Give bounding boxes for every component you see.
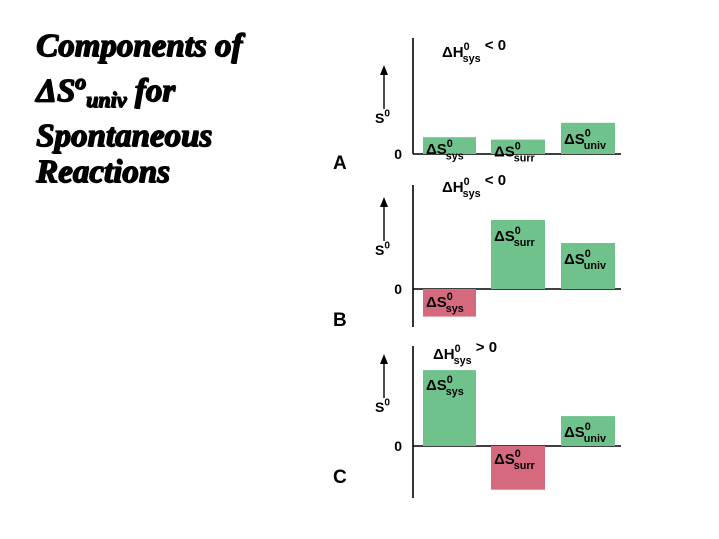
panel-c-arrow-head (380, 354, 388, 364)
panel-b-bar-label-surr-sup: 0 (515, 225, 521, 237)
panel-b-bar-label-surr-sub: surr (514, 237, 536, 249)
panel-c-bar-label-surr-sup: 0 (515, 448, 521, 460)
panel-a-bar-label-surr-sub: surr (514, 153, 536, 165)
panel-c-bar-univ (561, 416, 615, 446)
panel-b-condition-relation: < 0 (481, 172, 506, 189)
panel-a-condition-relation: < 0 (481, 37, 506, 54)
panel-b-zero-label: 0 (394, 281, 402, 297)
panel-a-y-label-base: S (375, 110, 384, 126)
panel-c-bar-label-sys-sup: 0 (447, 374, 453, 386)
panel-b-condition-sub: sys (463, 188, 481, 200)
panel-b-bar-label-univ-base: ΔS (564, 251, 585, 268)
panel-c-bar-label-univ-sub: univ (584, 433, 606, 445)
panel-a-arrow-head (380, 65, 388, 75)
panel-a-condition-sup: 0 (464, 41, 470, 53)
panel-a-bar-label-sys-base: ΔS (426, 141, 447, 158)
panel-a-bar-label-sys-sup: 0 (447, 138, 453, 150)
panel-a-zero-label: 0 (394, 146, 402, 162)
title-subscript: univ (86, 87, 127, 113)
title-line-1: Components of (36, 28, 243, 65)
panel-b-arrow-head (380, 197, 388, 207)
title-superscript: o (75, 69, 87, 95)
panel-b-bar-label-surr-base: ΔS (494, 228, 515, 245)
panel-a-bar-label-sys-sub: sys (446, 150, 464, 162)
panel-b-y-label-sup: 0 (384, 240, 390, 251)
panel-c-condition-relation: > 0 (472, 339, 497, 356)
panel-c-bar-surr (491, 446, 545, 490)
panel-c-bar-label-surr-base: ΔS (494, 451, 515, 468)
panel-b-bar-label-sys-sup: 0 (447, 291, 453, 303)
panel-a-bar-surr (491, 139, 545, 154)
panel-b-bar-label-sys-base: ΔS (426, 294, 447, 311)
panel-b-bar-surr (491, 220, 545, 289)
panel-c-bar-label-univ-base: ΔS (564, 424, 585, 441)
panel-b-bar-label-univ-sup: 0 (585, 248, 591, 260)
slide-title: Components of ΔSouniv for Spontaneous Re… (35, 28, 316, 191)
panel-b-bar-sys (423, 289, 476, 317)
panel-c-bar-sys (423, 370, 476, 446)
panel-a-bar-label-univ-sup: 0 (585, 128, 591, 140)
panel-b-bar-univ (561, 243, 615, 289)
panel-a-condition-sub: sys (463, 53, 481, 65)
panel-c-condition-base: ΔH (433, 346, 455, 363)
panel-b-condition-sup: 0 (464, 176, 470, 188)
panel-b-y-label: S0 (375, 240, 390, 258)
title-line-3: Spontaneous (36, 118, 213, 155)
panel-b-y-label-base: S (375, 242, 384, 258)
title-line-4: Reactions (36, 154, 171, 191)
panel-a-bar-label-univ-base: ΔS (564, 131, 585, 148)
panel-c-y-label-base: S (375, 399, 384, 415)
panel-c-condition-sup: 0 (455, 343, 461, 355)
panel-c-bar-label-sys-sub: sys (446, 386, 464, 398)
panel-c-bar-label-univ-sup: 0 (585, 421, 591, 433)
panel-a-bar-label-surr-base: ΔS (494, 144, 515, 161)
panel-b-condition-base: ΔH (442, 179, 464, 196)
panel-c-y-label-sup: 0 (384, 397, 390, 408)
panel-a-y-label-sup: 0 (384, 108, 390, 119)
panel-a-y-label: S0 (375, 108, 390, 126)
panel-c-y-label: S0 (375, 397, 390, 415)
panel-c-condition-sub: sys (454, 355, 472, 367)
title-delta-s: ΔS (35, 73, 76, 110)
panel-b-bar-label-sys-sub: sys (446, 303, 464, 315)
panel-c-letter: C (333, 467, 347, 488)
title-for: for (134, 73, 175, 110)
panel-c-bar-label-surr-sub: surr (514, 460, 536, 472)
panel-c-zero-label: 0 (394, 438, 402, 454)
panel-c-bar-label-sys-base: ΔS (426, 377, 447, 394)
panel-a-bar-univ (561, 122, 615, 154)
panel-a-bar-label-univ-sub: univ (584, 140, 606, 152)
panel-a-letter: A (333, 153, 347, 174)
title-line-2: ΔSouniv for (35, 64, 316, 118)
panel-a-bar-sys (423, 137, 476, 154)
panel-a-condition-base: ΔH (442, 44, 464, 61)
panel-b-letter: B (333, 310, 347, 331)
panel-a-bar-label-surr-sup: 0 (515, 140, 521, 152)
panel-b-bar-label-univ-sub: univ (584, 260, 606, 272)
